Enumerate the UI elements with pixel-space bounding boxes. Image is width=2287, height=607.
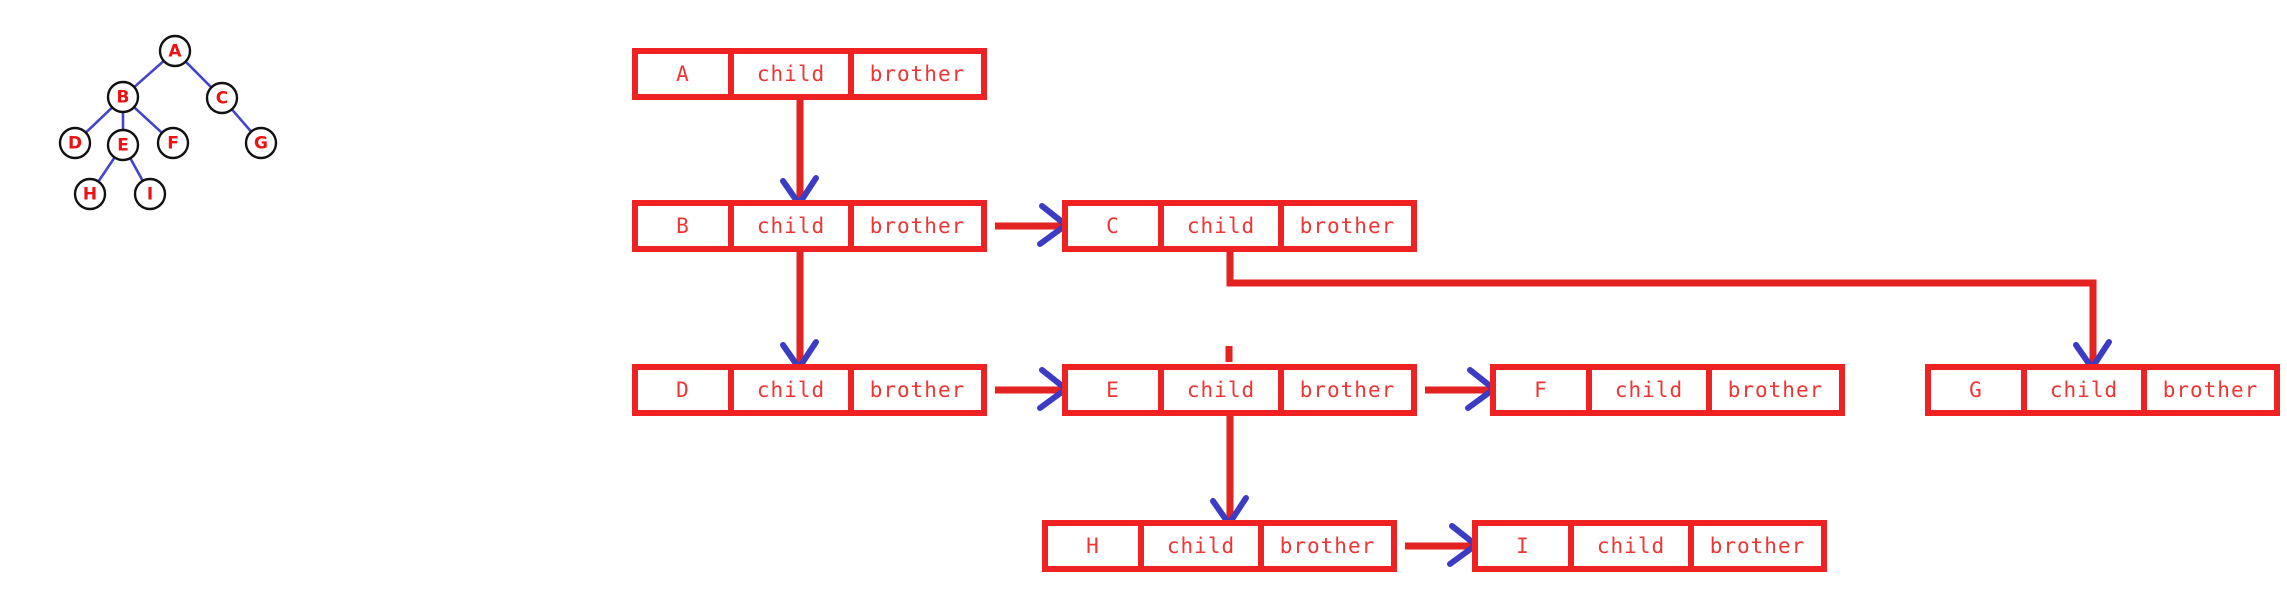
node-child-cell-A[interactable]: child <box>734 54 854 94</box>
node-key-cell-G: G <box>1931 370 2027 410</box>
tree-node-label-B: B <box>117 88 130 108</box>
tree-node-label-D: D <box>68 134 82 154</box>
tree-node-label-A: A <box>168 42 182 62</box>
node-brother-cell-D[interactable]: brother <box>854 370 981 410</box>
tree-node-circle-E <box>106 128 140 162</box>
tree-node-circle-I <box>133 177 167 211</box>
tree-node-H[interactable]: H <box>73 177 107 211</box>
tree-edge-B-D <box>84 106 114 134</box>
node-child-cell-I[interactable]: child <box>1574 526 1694 566</box>
node-child-cell-F[interactable]: child <box>1592 370 1712 410</box>
node-key-cell-B: B <box>638 206 734 246</box>
node-brother-cell-C[interactable]: brother <box>1284 206 1411 246</box>
tree-edge-E-I <box>128 156 145 183</box>
pointer-lines <box>796 96 2097 550</box>
node-child-cell-H[interactable]: child <box>1144 526 1264 566</box>
node-brother-cell-A[interactable]: brother <box>854 54 981 94</box>
node-key-cell-E: E <box>1068 370 1164 410</box>
tree-node-label-F: F <box>167 134 179 154</box>
tree-node-G[interactable]: G <box>244 126 278 160</box>
tree-node-D[interactable]: D <box>58 126 92 160</box>
tree-node-B[interactable]: B <box>106 80 140 114</box>
tree-edge-group <box>84 59 253 183</box>
node-child-cell-D[interactable]: child <box>734 370 854 410</box>
tree-edge-A-C <box>184 60 213 89</box>
node-key-cell-A: A <box>638 54 734 94</box>
tree-node-F[interactable]: F <box>156 126 190 160</box>
tree-node-circle-B <box>106 80 140 114</box>
node-brother-cell-F[interactable]: brother <box>1712 370 1839 410</box>
node-brother-cell-G[interactable]: brother <box>2147 370 2274 410</box>
tree-node-label-H: H <box>83 185 97 205</box>
node-key-cell-D: D <box>638 370 734 410</box>
tree-edge-A-B <box>132 59 166 89</box>
tree-node-circle-D <box>58 126 92 160</box>
node-brother-cell-I[interactable]: brother <box>1694 526 1821 566</box>
tree-node-label-I: I <box>147 185 153 205</box>
tree-node-I[interactable]: I <box>133 177 167 211</box>
tree-node-E[interactable]: E <box>106 128 140 162</box>
tree-node-label-C: C <box>216 89 228 109</box>
tree-node-circle-C <box>205 81 239 115</box>
tree-node-circle-A <box>158 34 192 68</box>
node-brother-cell-E[interactable]: brother <box>1284 370 1411 410</box>
tree-edge-C-G <box>230 108 253 133</box>
tree-node-circle-G <box>244 126 278 160</box>
node-child-cell-E[interactable]: child <box>1164 370 1284 410</box>
binary-tree-diagram: A B C D E F G H I <box>58 34 278 211</box>
tree-node-circle-H <box>73 177 107 211</box>
tree-node-A[interactable]: A <box>158 34 192 68</box>
tree-node-label-E: E <box>117 136 129 156</box>
node-key-cell-I: I <box>1478 526 1574 566</box>
node-child-cell-G[interactable]: child <box>2027 370 2147 410</box>
tree-node-C[interactable]: C <box>205 81 239 115</box>
node-key-cell-F: F <box>1496 370 1592 410</box>
tree-node-circle-F <box>156 126 190 160</box>
node-key-cell-H: H <box>1048 526 1144 566</box>
tree-node-label-G: G <box>254 134 268 154</box>
node-brother-cell-B[interactable]: brother <box>854 206 981 246</box>
node-key-cell-C: C <box>1068 206 1164 246</box>
tree-node-group: A B C D E F G H I <box>58 34 278 211</box>
node-brother-cell-H[interactable]: brother <box>1264 526 1391 566</box>
node-child-cell-C[interactable]: child <box>1164 206 1284 246</box>
tree-edge-E-H <box>97 156 116 183</box>
node-child-cell-B[interactable]: child <box>734 206 854 246</box>
tree-edge-B-F <box>132 105 164 135</box>
line-C-child-to-G <box>1226 248 2097 368</box>
